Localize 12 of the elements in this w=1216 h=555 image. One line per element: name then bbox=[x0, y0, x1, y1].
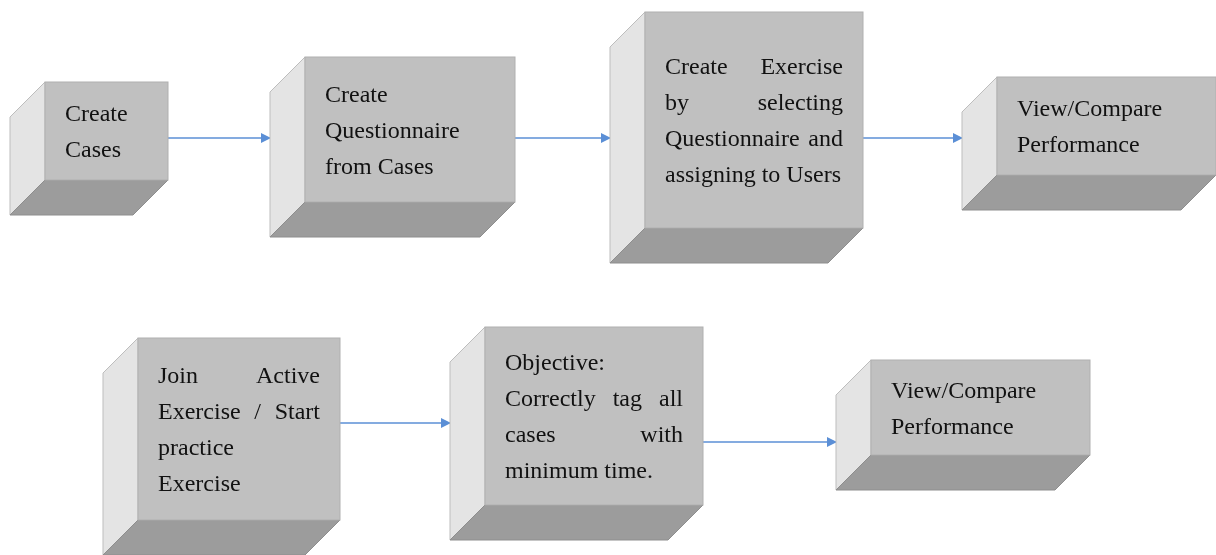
arrow bbox=[167, 133, 271, 143]
box-label: Objective: Correctly tag all cases with minimum time. bbox=[505, 348, 683, 485]
box-label: View/Compare Performance bbox=[891, 375, 1038, 441]
arrow bbox=[702, 437, 837, 447]
arrow bbox=[339, 418, 451, 428]
arrow bbox=[514, 133, 611, 143]
arrow bbox=[862, 133, 963, 143]
box-label: Join Active Exercise / Start practice Exercise bbox=[158, 361, 320, 498]
box-label: Create Cases bbox=[65, 99, 129, 164]
box-label: View/Compare Performance bbox=[1017, 94, 1164, 159]
box-label: Create Exercise by selecting Questionnaire and assigning to Users bbox=[665, 52, 843, 189]
box-label: Create Questionnaire from Cases bbox=[325, 79, 461, 181]
